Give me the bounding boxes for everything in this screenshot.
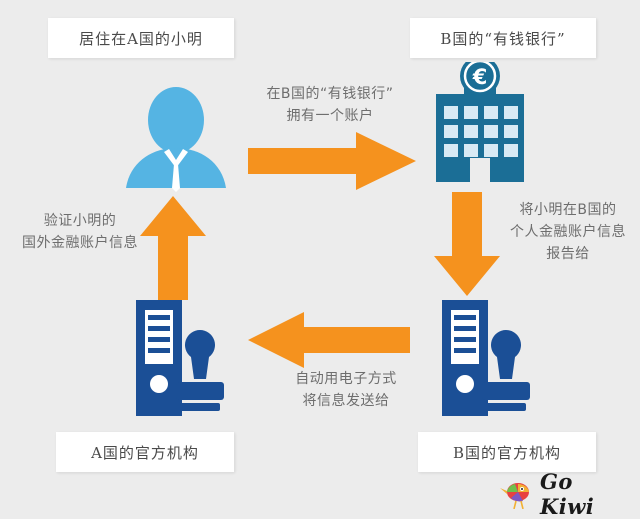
- bank-building-svg: €: [436, 56, 524, 182]
- note-agency-b-to-agency-a: 自动用电子方式将信息发送给: [295, 371, 397, 409]
- label-bank-text: B国的“有钱银行”: [440, 29, 566, 48]
- note-person-to-bank: 在B国的“有钱银行”拥有一个账户: [266, 86, 394, 124]
- arrow-up-svg: [140, 196, 206, 300]
- arrow-left-icon: [248, 312, 410, 368]
- label-agency-b-box: B国的官方机构: [418, 432, 596, 472]
- brand-logo: Go Kiwi: [500, 469, 632, 519]
- arrow-right-icon: [248, 132, 416, 190]
- businessman-avatar-icon: [112, 84, 240, 194]
- archive-binder-stamp-svg-a: [136, 300, 224, 416]
- arrow-down-svg: [434, 192, 500, 296]
- label-agency-a-text: A国的官方机构: [91, 443, 199, 462]
- label-bank-box: B国的“有钱银行”: [410, 18, 596, 58]
- arrow-down-icon: [434, 192, 500, 296]
- brand-name-text: Go Kiwi: [540, 469, 595, 519]
- euro-symbol: €: [472, 65, 488, 89]
- arrow-up-icon: [140, 196, 206, 300]
- note-agency-a-to-person: 验证小明的国外金融账户信息: [22, 213, 138, 251]
- businessman-avatar-svg: [126, 87, 226, 192]
- arrow-left-svg: [248, 312, 410, 368]
- label-agency-b-text: B国的官方机构: [452, 443, 562, 462]
- archive-binder-stamp-icon-b: [418, 296, 546, 420]
- archive-binder-stamp-svg-b: [442, 300, 530, 416]
- archive-binder-stamp-icon-a: [112, 296, 240, 420]
- kiwi-bird-logo-icon: [500, 483, 529, 509]
- label-agency-a-box: A国的官方机构: [56, 432, 234, 472]
- note-bank-to-agency-b: 将小明在B国的个人金融账户信息报告给: [510, 202, 626, 262]
- label-person-box: 居住在A国的小明: [48, 18, 234, 58]
- arrow-right-svg: [248, 132, 416, 190]
- bank-building-euro-icon: €: [424, 56, 536, 186]
- label-person-text: 居住在A国的小明: [79, 29, 203, 48]
